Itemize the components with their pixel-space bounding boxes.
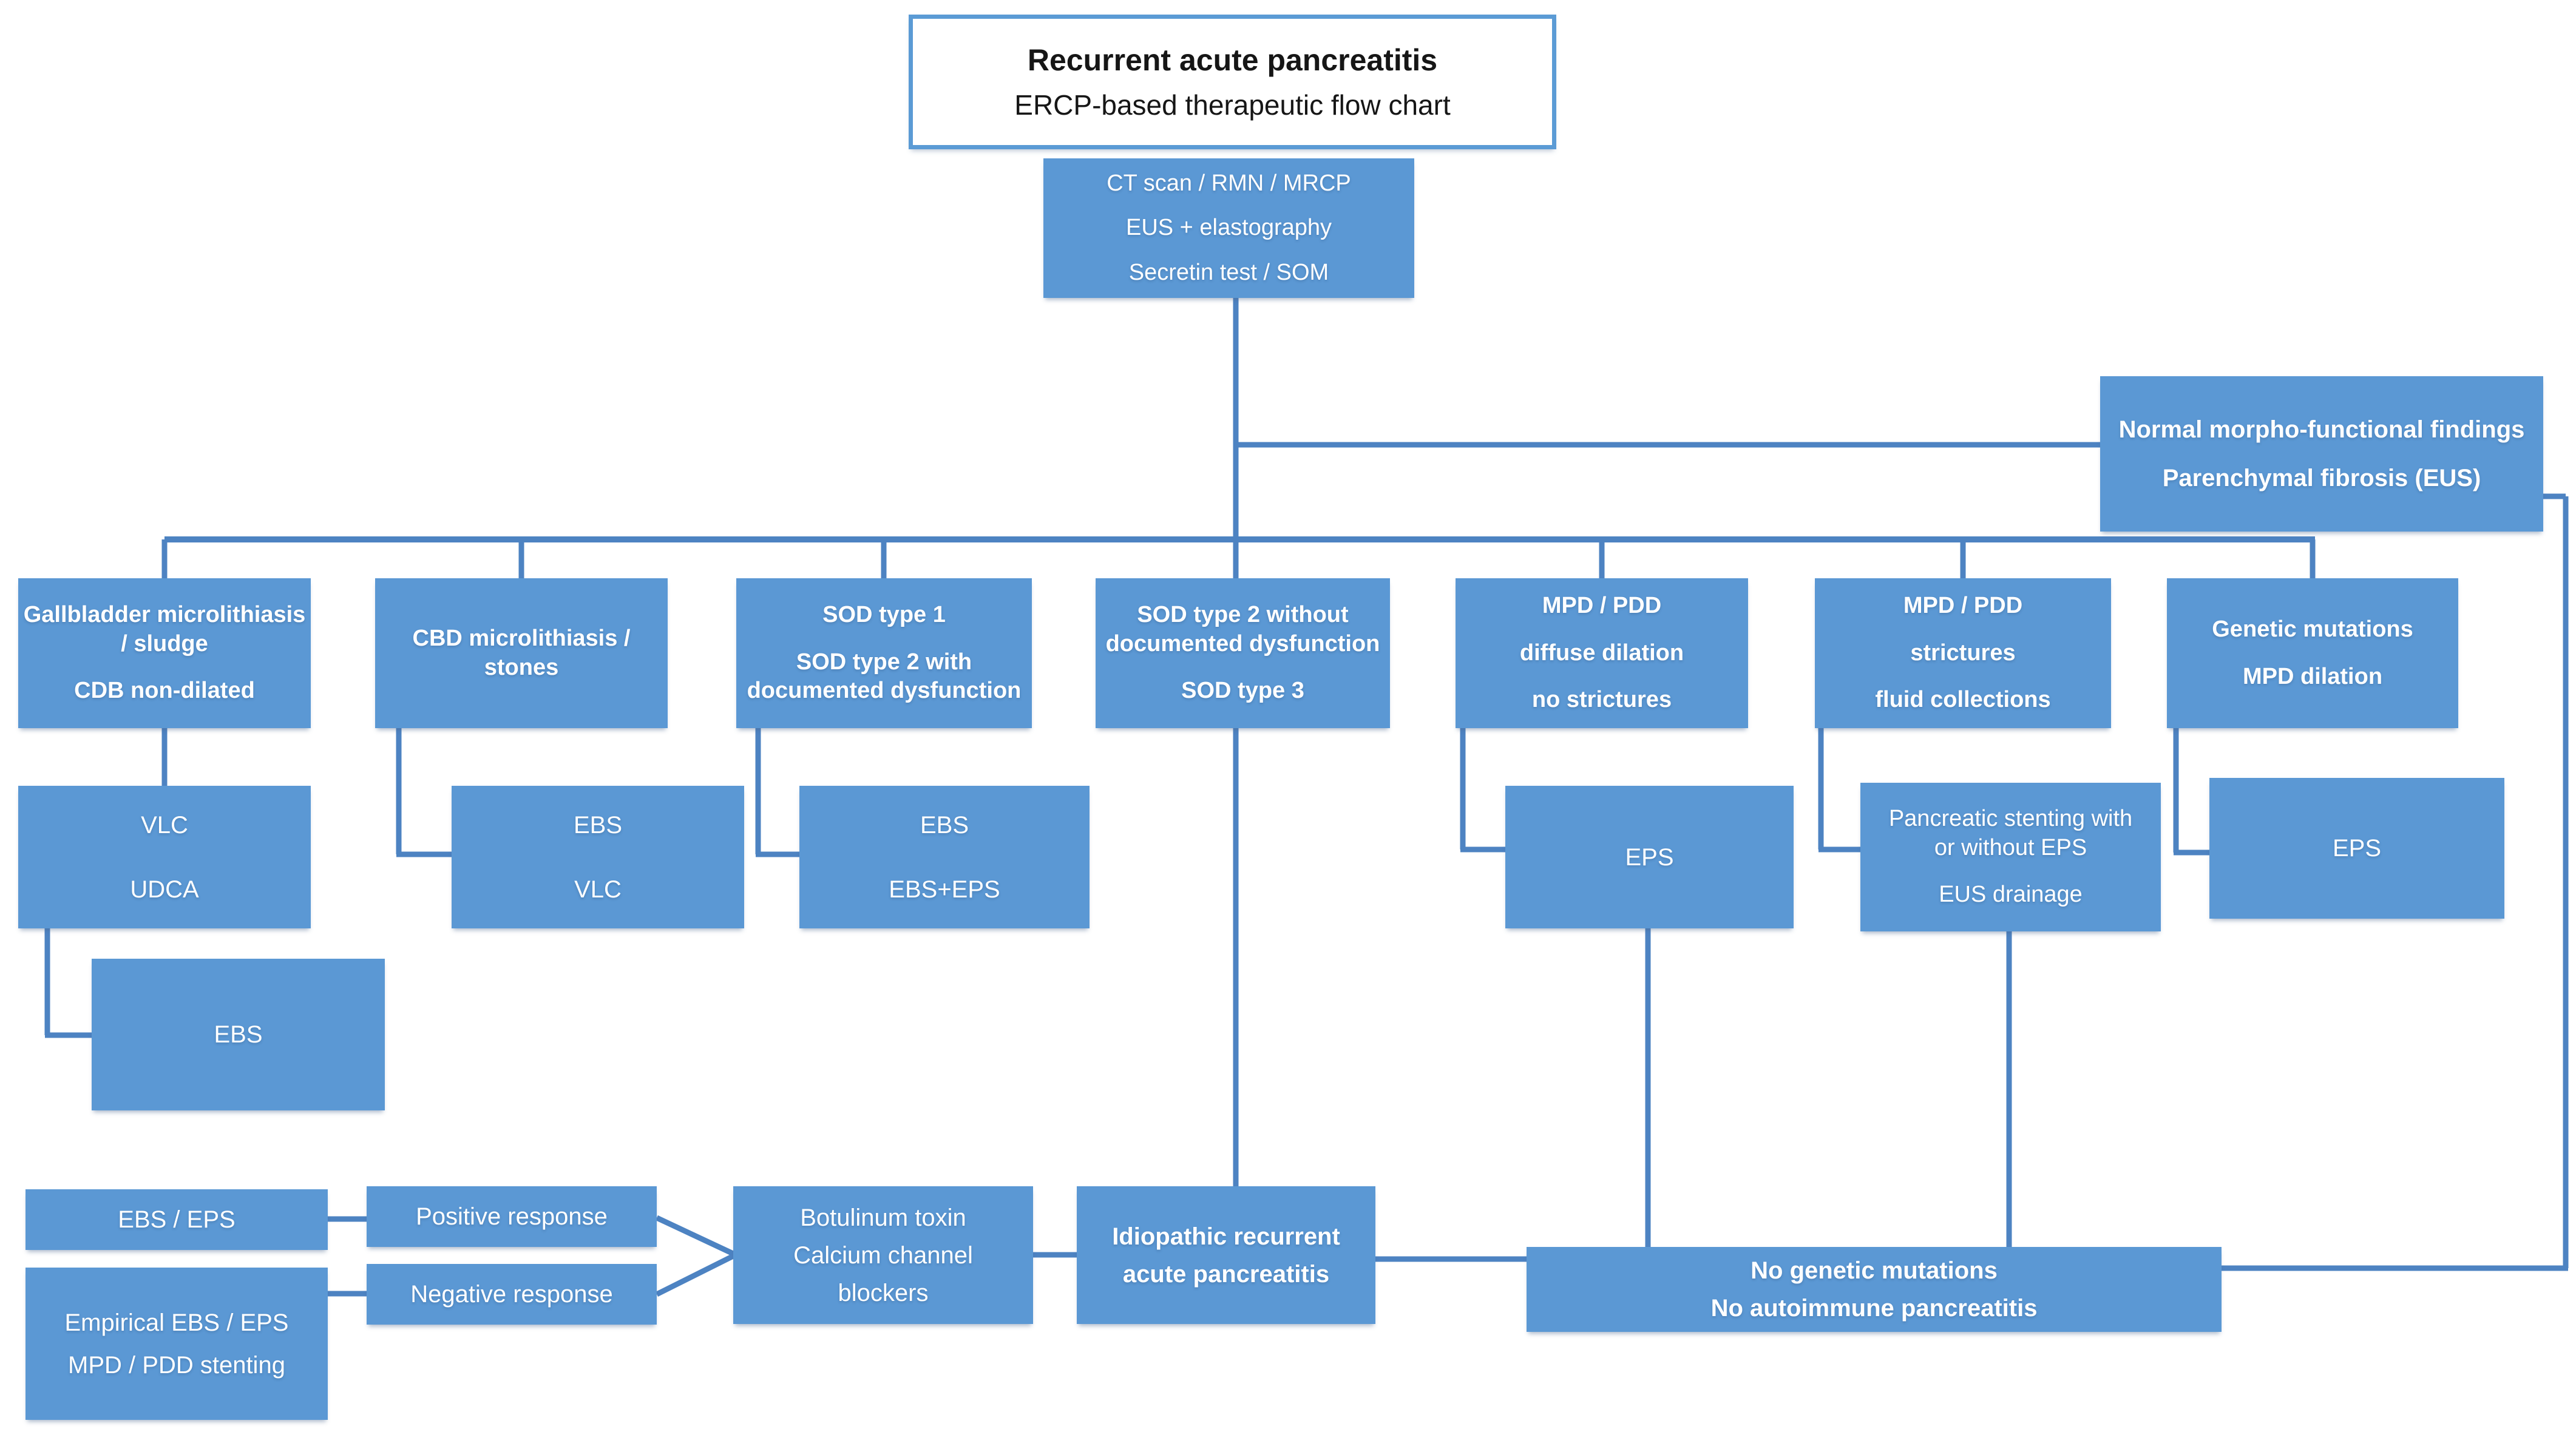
text-line: / sludge [121, 630, 208, 657]
node-genetic-mutations: Genetic mutations MPD dilation [2167, 578, 2458, 728]
text-line: VLC [141, 811, 188, 839]
text-line: CT scan / RMN / MRCP [1107, 170, 1351, 196]
text-line: No genetic mutations [1751, 1257, 1998, 1284]
text-line: EUS + elastography [1125, 215, 1332, 241]
node-gallbladder-microlithiasis: Gallbladder microlithiasis / sludge CDB … [18, 578, 311, 728]
text-line: Pancreatic stenting with [1888, 806, 2133, 832]
text-line: diffuse dilation [1519, 640, 1684, 666]
node-negative-response: Negative response [367, 1264, 657, 1325]
text-line: fluid collections [1875, 687, 2051, 713]
text-line: EBS [920, 811, 969, 839]
node-sod-undocumented: SOD type 2 without documented dysfunctio… [1096, 578, 1390, 728]
text-line: Parenchymal fibrosis (EUS) [2162, 465, 2481, 491]
node-positive-response: Positive response [367, 1186, 657, 1247]
node-mpd-diffuse-dilation: MPD / PDD diffuse dilation no strictures [1456, 578, 1748, 728]
chart-title-box: Recurrent acute pancreatitis ERCP-based … [909, 15, 1556, 149]
text-line: EBS [573, 811, 623, 839]
node-botulinum-calcium: Botulinum toxin Calcium channel blockers [733, 1186, 1033, 1324]
text-line: MPD / PDD [1542, 593, 1662, 619]
text-line: documented dysfunction [747, 678, 1022, 704]
node-diagnostics: CT scan / RMN / MRCP EUS + elastography … [1043, 158, 1414, 298]
text-line: Normal morpho-functional findings [2118, 416, 2525, 443]
text-line: SOD type 2 with [796, 649, 972, 675]
text-line: EPS [2332, 835, 2382, 862]
node-empirical-stenting: Empirical EBS / EPS MPD / PDD stenting [25, 1268, 328, 1420]
node-mpd-strictures: MPD / PDD strictures fluid collections [1815, 578, 2111, 728]
text-line: EBS / EPS [118, 1206, 236, 1233]
text-line: EUS drainage [1939, 882, 2083, 908]
text-line: VLC [574, 876, 622, 903]
text-line: CDB non-dilated [74, 678, 255, 704]
text-line: Positive response [416, 1203, 608, 1230]
node-no-genetic-mutations: No genetic mutations No autoimmune pancr… [1527, 1247, 2222, 1332]
text-line: SOD type 1 [822, 602, 946, 628]
text-line: Gallbladder microlithiasis [23, 602, 306, 628]
text-line: documented dysfunction [1105, 630, 1380, 657]
text-line: SOD type 3 [1181, 678, 1304, 704]
text-line: EBS [214, 1021, 263, 1048]
text-line: stones [484, 654, 559, 680]
chart-subtitle: ERCP-based therapeutic flow chart [1014, 89, 1451, 121]
node-idiopathic-pancreatitis: Idiopathic recurrent acute pancreatitis [1077, 1186, 1375, 1324]
text-line: Idiopathic recurrent [1112, 1223, 1340, 1250]
text-line: No autoimmune pancreatitis [1710, 1295, 2038, 1322]
connector-chevron-top [656, 1215, 737, 1258]
text-line: MPD / PDD [1903, 593, 2023, 619]
node-ebs-ebseps: EBS EBS+EPS [799, 786, 1090, 928]
text-line: UDCA [130, 876, 199, 903]
text-line: Secretin test / SOM [1128, 259, 1329, 285]
text-line: CBD microlithiasis / [412, 626, 631, 651]
chart-title: Recurrent acute pancreatitis [1027, 43, 1438, 77]
node-sod-documented: SOD type 1 SOD type 2 with documented dy… [736, 578, 1032, 728]
node-normal-findings: Normal morpho-functional findings Parenc… [2100, 376, 2543, 532]
text-line: EBS+EPS [889, 876, 1000, 903]
text-line: strictures [1910, 640, 2016, 666]
text-line: acute pancreatitis [1122, 1260, 1330, 1288]
node-pancreatic-stenting: Pancreatic stenting with or without EPS … [1860, 783, 2161, 931]
text-line: EPS [1625, 843, 1674, 871]
text-line: Botulinum toxin [800, 1204, 966, 1231]
text-line: MPD / PDD stenting [68, 1351, 285, 1379]
connector-chevron-bottom [655, 1252, 737, 1297]
node-cbd-microlithiasis: CBD microlithiasis / stones [375, 578, 668, 728]
text-line: or without EPS [1934, 834, 2087, 860]
text-line: SOD type 2 without [1137, 602, 1349, 628]
text-line: Empirical EBS / EPS [64, 1309, 289, 1336]
node-eps-right: EPS [2209, 778, 2504, 919]
node-ebs-eps: EBS / EPS [25, 1189, 328, 1250]
text-line: MPD dilation [2242, 663, 2383, 689]
node-ebs-vlc: EBS VLC [452, 786, 744, 928]
node-eps-mid: EPS [1505, 786, 1794, 928]
node-ebs: EBS [92, 959, 385, 1110]
text-line: Genetic mutations [2212, 616, 2413, 642]
node-vlc-udca: VLC UDCA [18, 786, 311, 928]
text-line: blockers [838, 1279, 929, 1306]
text-line: Negative response [410, 1281, 613, 1308]
text-line: Calcium channel [793, 1241, 973, 1269]
text-line: no strictures [1531, 687, 1672, 713]
